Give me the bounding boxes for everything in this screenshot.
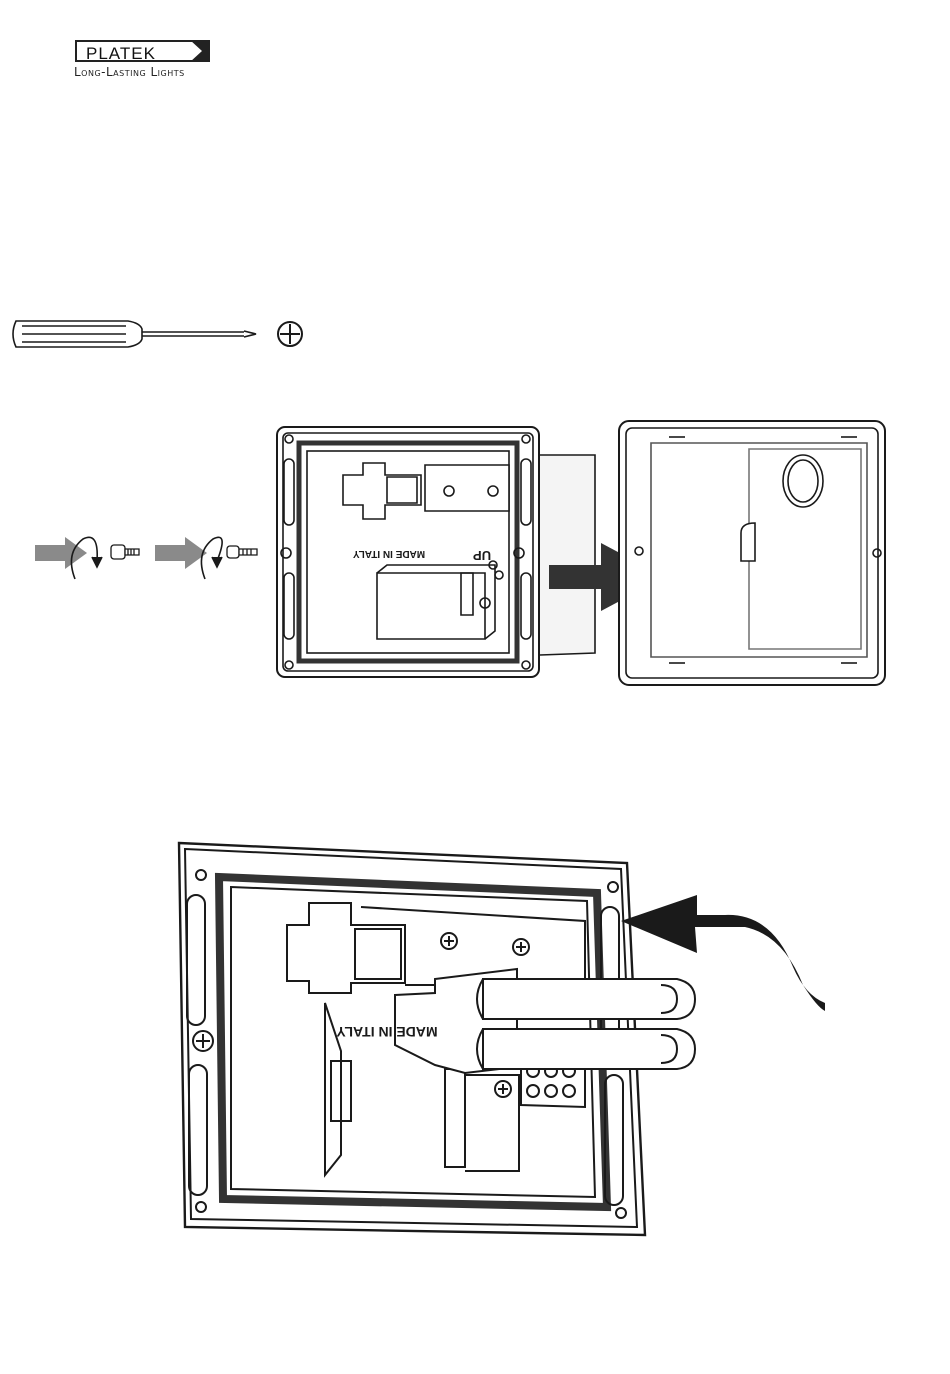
push-arrow-2 [155,537,207,569]
rotate-arrow-2-icon [201,537,222,579]
logo-chevron-icon [186,40,210,62]
platek-logo: PLATEK Long-Lasting Lights [72,39,214,81]
logo-tagline: Long-Lasting Lights [74,65,185,79]
screwdriver-icon [13,321,256,347]
box-label-up: UP [473,548,491,563]
figure-cable-insertion: MADE IN ITALY [165,835,825,1265]
figure-remove-cover: UP MADE IN ITALY [25,415,895,695]
removed-cover [619,421,885,685]
screw-1-icon [111,545,139,559]
wall-box-open [277,427,595,677]
screwdriver-illustration [8,315,308,355]
logo-brand: PLATEK [86,44,156,64]
logo-frame: PLATEK [75,40,210,62]
phillips-head-icon [278,322,302,346]
box-label-made-in-italy: MADE IN ITALY [353,548,426,559]
screw-2-icon [227,546,257,558]
box-label-made-in-italy: MADE IN ITALY [336,1024,438,1040]
